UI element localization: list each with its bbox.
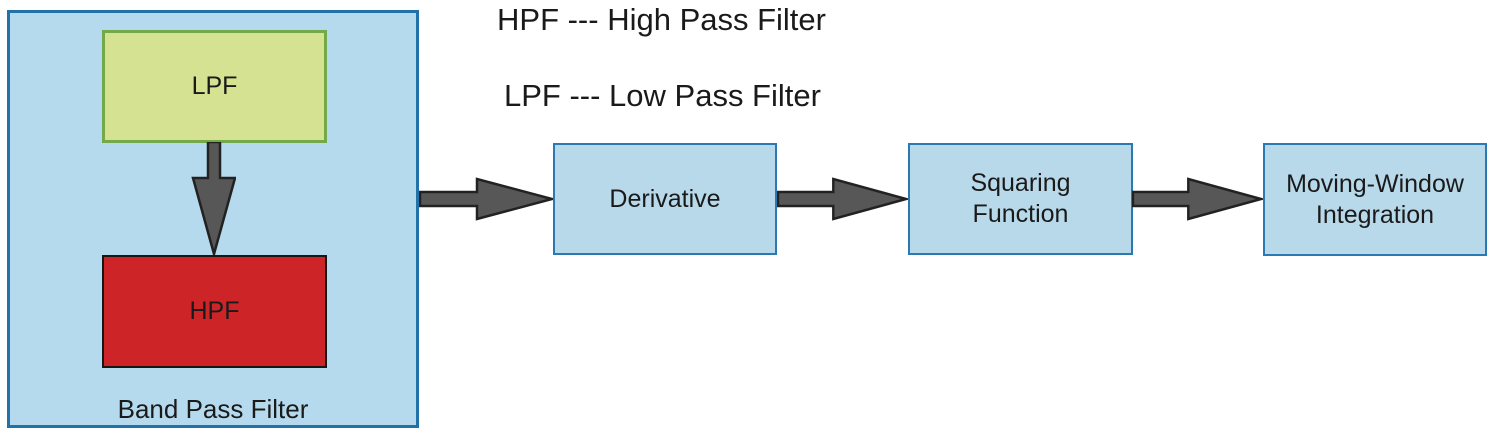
derivative-label: Derivative	[609, 184, 721, 213]
right-arrow-icon	[777, 176, 909, 222]
hpf-box: HPF	[102, 255, 327, 368]
moving-window-integration-label: Moving-Window Integration	[1286, 169, 1464, 229]
moving-window-integration-block: Moving-Window Integration	[1263, 143, 1487, 256]
squaring-function-label: Squaring Function	[970, 169, 1071, 228]
legend-hpf: HPF --- High Pass Filter	[497, 2, 826, 37]
lpf-box: LPF	[102, 30, 327, 143]
right-arrow-icon	[1132, 176, 1264, 222]
squaring-function-block: Squaring Function	[908, 143, 1133, 255]
band-pass-filter-caption: Band Pass Filter	[117, 394, 309, 424]
derivative-block: Derivative	[553, 143, 777, 255]
right-arrow-icon	[419, 176, 555, 222]
legend-lpf: LPF --- Low Pass Filter	[504, 78, 821, 113]
down-arrow-icon	[190, 142, 236, 256]
lpf-label: LPF	[191, 72, 238, 100]
hpf-label: HPF	[189, 297, 240, 325]
